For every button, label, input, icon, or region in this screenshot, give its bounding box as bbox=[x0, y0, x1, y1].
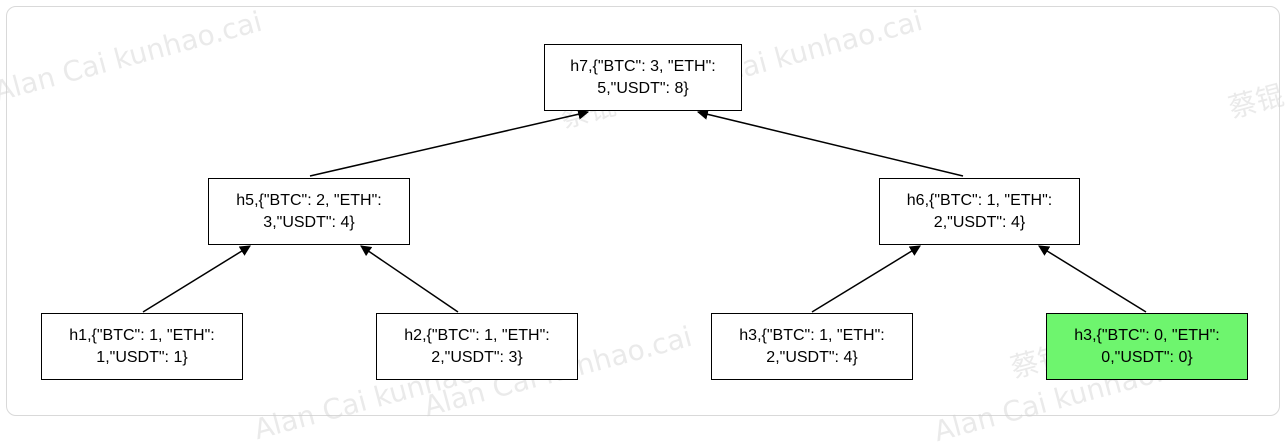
edge-h2-h5 bbox=[360, 245, 459, 313]
node-h3-left-line1: h3,{"BTC": 1, "ETH": bbox=[739, 326, 885, 344]
node-h5: h5,{"BTC": 2, "ETH": 3,"USDT": 4} bbox=[208, 178, 410, 245]
edge-h3a-h6 bbox=[811, 245, 921, 313]
node-h6: h6,{"BTC": 1, "ETH": 2,"USDT": 4} bbox=[879, 178, 1080, 245]
node-h2-line2: 2,"USDT": 3} bbox=[431, 348, 523, 366]
node-h3-left: h3,{"BTC": 1, "ETH": 2,"USDT": 4} bbox=[711, 313, 913, 380]
edge-h6-h7 bbox=[696, 108, 964, 177]
node-h2: h2,{"BTC": 1, "ETH": 2,"USDT": 3} bbox=[376, 313, 578, 380]
node-h3-right-line1: h3,{"BTC": 0, "ETH": bbox=[1074, 326, 1220, 344]
node-h3-right-line2: 0,"USDT": 0} bbox=[1101, 348, 1193, 366]
edge-h5-h7 bbox=[309, 108, 590, 177]
node-h6-line2: 2,"USDT": 4} bbox=[933, 213, 1026, 231]
node-h7-line1: h7,{"BTC": 3, "ETH": bbox=[570, 57, 716, 75]
node-h7: h7,{"BTC": 3, "ETH": 5,"USDT": 8} bbox=[544, 44, 742, 111]
node-h1-line1: h1,{"BTC": 1, "ETH": bbox=[69, 326, 215, 344]
node-h6-line1: h6,{"BTC": 1, "ETH": bbox=[906, 191, 1053, 209]
node-h7-line2: 5,"USDT": 8} bbox=[597, 79, 689, 97]
node-h5-line1: h5,{"BTC": 2, "ETH": bbox=[236, 191, 382, 209]
node-h5-line2: 3,"USDT": 4} bbox=[263, 213, 355, 231]
node-h1: h1,{"BTC": 1, "ETH": 1,"USDT": 1} bbox=[41, 313, 243, 380]
node-h2-line1: h2,{"BTC": 1, "ETH": bbox=[404, 326, 550, 344]
edge-h3b-h6 bbox=[1038, 245, 1147, 313]
node-h3-left-line2: 2,"USDT": 4} bbox=[766, 348, 858, 366]
node-h1-line2: 1,"USDT": 1} bbox=[96, 348, 188, 366]
edge-h1-h5 bbox=[142, 245, 251, 313]
edges-layer bbox=[142, 108, 1147, 313]
node-h3-right-highlighted: h3,{"BTC": 0, "ETH": 0,"USDT": 0} bbox=[1046, 313, 1248, 380]
